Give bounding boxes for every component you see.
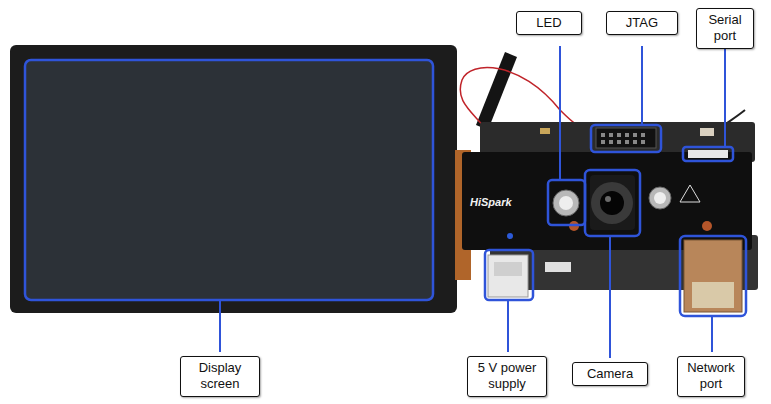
callout-label: Display screen: [180, 356, 260, 397]
leader-line: [220, 46, 725, 358]
led: [649, 187, 671, 209]
display-bezel: [10, 45, 457, 313]
network-port: [692, 282, 734, 308]
callout-label: Network port: [677, 356, 745, 397]
callout-label: Camera: [572, 362, 648, 386]
board-brand: HiSpark: [470, 196, 512, 208]
power-connector: [494, 262, 522, 276]
component: [545, 262, 571, 272]
jtag-pins: [601, 133, 645, 144]
callout-text: LED: [521, 15, 577, 31]
network-port: [684, 240, 742, 312]
led: [654, 192, 666, 204]
highlight-box: [25, 60, 746, 316]
led: [553, 190, 579, 216]
warning-mark: [680, 185, 700, 202]
camera-body: [590, 175, 635, 230]
callout-label: JTAG: [606, 11, 678, 35]
led: [559, 196, 573, 210]
jtag-header: [596, 128, 656, 148]
component: [507, 233, 513, 239]
lens-glint: [605, 196, 611, 202]
component: [540, 128, 550, 134]
component: [700, 128, 714, 136]
callout-text: Network port: [682, 360, 740, 393]
antenna: [476, 52, 517, 130]
callout-label: 5 V power supply: [467, 356, 547, 397]
component: [702, 221, 712, 231]
callout-text: Serial port: [701, 12, 749, 45]
camera-lens: [600, 191, 624, 215]
callout-label: Serial port: [696, 8, 754, 49]
camera-lens: [591, 182, 633, 224]
callout-label: LED: [516, 11, 582, 35]
callout-text: 5 V power supply: [472, 360, 542, 393]
callout-text: JTAG: [611, 15, 673, 31]
display-panel: [25, 60, 433, 300]
callout-text: Camera: [577, 366, 643, 382]
power-connector: [488, 255, 528, 297]
serial-connector: [688, 150, 728, 158]
callout-text: Display screen: [185, 360, 255, 393]
wire: [460, 68, 590, 130]
